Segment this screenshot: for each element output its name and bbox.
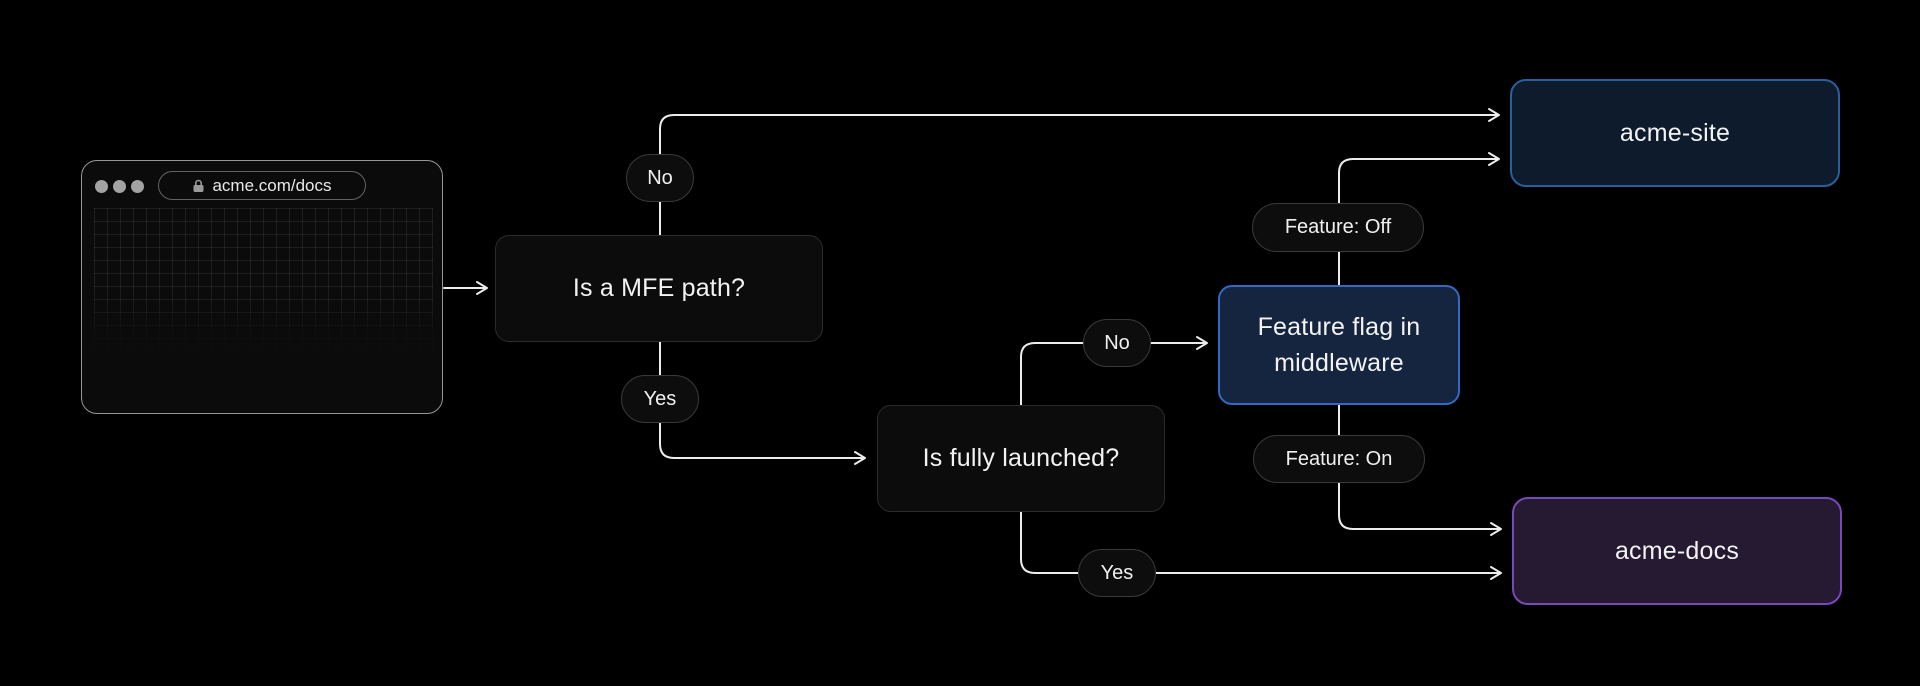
node-feature-flag: Feature flag in middleware [1218, 285, 1460, 405]
pill-mfe-no-label: No [647, 166, 673, 189]
pill-launched-no: No [1083, 319, 1151, 367]
browser-window: acme.com/docs [81, 160, 443, 414]
pill-mfe-no: No [626, 154, 694, 202]
pill-mfe-yes: Yes [621, 375, 699, 423]
node-acme-docs: acme-docs [1512, 497, 1842, 605]
node-acme-site-label: acme-site [1619, 118, 1731, 147]
edge-flag-off-to-site [1338, 152, 1500, 286]
edge-flag-on-to-docs [1338, 404, 1502, 536]
edge-launched-yes-to-docs [1020, 511, 1502, 580]
node-acme-docs-label: acme-docs [1614, 536, 1740, 565]
traffic-light-dot [131, 180, 144, 193]
url-bar: acme.com/docs [158, 171, 366, 200]
node-acme-site: acme-site [1510, 79, 1840, 187]
url-text: acme.com/docs [212, 175, 332, 195]
node-launched-question-label: Is fully launched? [922, 444, 1120, 472]
pill-feature-off: Feature: Off [1252, 203, 1424, 252]
lock-icon [193, 179, 204, 192]
browser-grid-pattern [94, 208, 433, 364]
node-launched-question: Is fully launched? [877, 405, 1165, 512]
pill-launched-no-label: No [1104, 331, 1130, 354]
pill-launched-yes-label: Yes [1100, 561, 1134, 584]
edge-launched-no-to-flag [1020, 336, 1208, 406]
pill-feature-on-label: Feature: On [1285, 447, 1393, 470]
grid-fade [94, 294, 433, 364]
traffic-light-dots [95, 180, 144, 193]
pill-feature-off-label: Feature: Off [1284, 216, 1392, 238]
traffic-light-dot [95, 180, 108, 193]
node-mfe-question: Is a MFE path? [495, 235, 823, 342]
node-feature-flag-label: Feature flag in middleware [1257, 313, 1421, 377]
traffic-light-dot [113, 180, 126, 193]
node-mfe-question-label: Is a MFE path? [572, 274, 746, 302]
edge-mfe-yes-to-launched [659, 341, 866, 465]
pill-feature-on: Feature: On [1253, 435, 1425, 483]
pill-mfe-yes-label: Yes [643, 387, 677, 410]
edge-mfe-no-to-site [659, 108, 1500, 236]
pill-launched-yes: Yes [1078, 549, 1156, 597]
